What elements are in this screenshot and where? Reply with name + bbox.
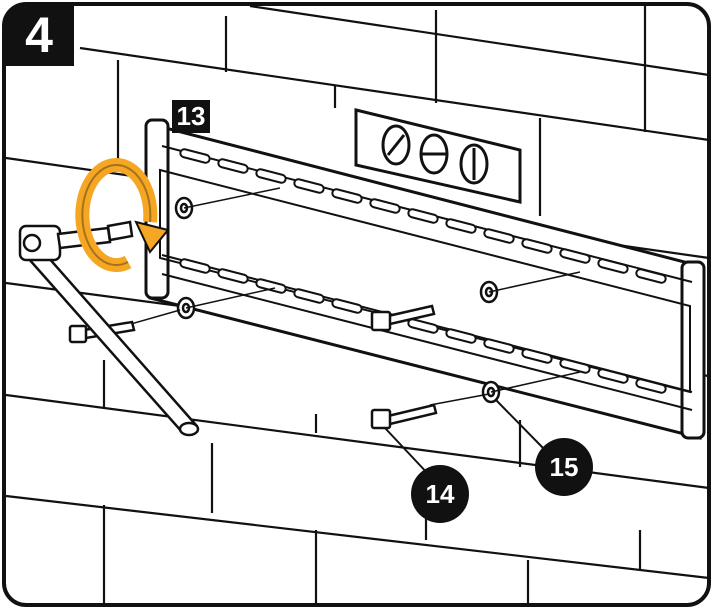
step-number-badge: 4 [4, 4, 74, 66]
socket-wrench-icon [18, 220, 200, 437]
part-13-label: 13 [172, 100, 210, 133]
bubble-level-icon [354, 108, 522, 204]
alignment-lines [109, 187, 581, 406]
clockwise-rotation-arrow-icon [75, 158, 170, 273]
part-14-callout: 14 [411, 465, 469, 523]
mounting-slots [179, 148, 667, 394]
callout-leaders [384, 399, 546, 477]
part-15-callout: 15 [535, 438, 593, 496]
